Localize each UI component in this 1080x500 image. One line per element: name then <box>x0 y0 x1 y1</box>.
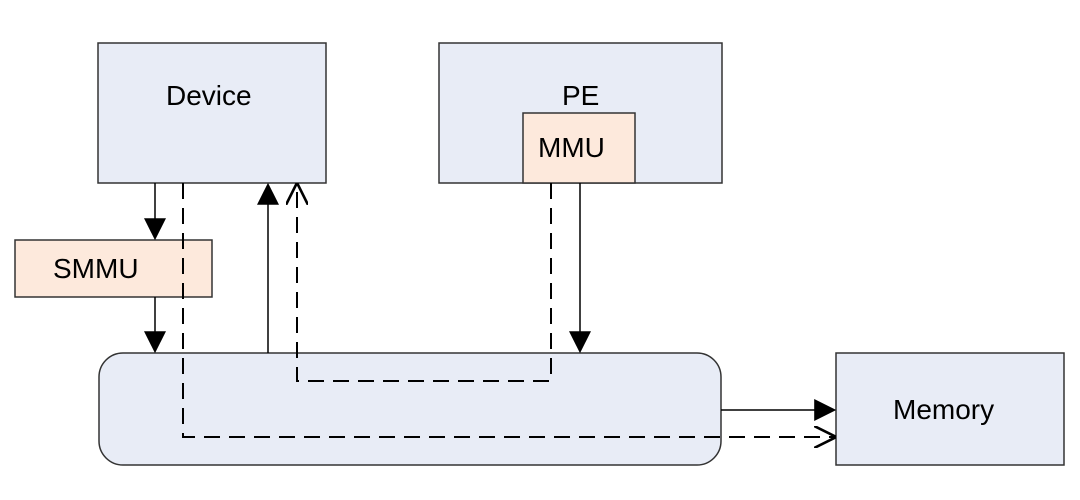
memory-box <box>835 352 1065 466</box>
memory-label: Memory <box>893 394 995 425</box>
mmu-box <box>522 112 636 184</box>
dashed-path-device-to-memory <box>182 183 834 437</box>
dashed-path-mmu-to-device <box>297 183 552 382</box>
smmu-box <box>14 239 213 298</box>
pe-label: PE <box>562 80 600 111</box>
smmu-label: SMMU <box>53 253 139 284</box>
mmu-label: MMU <box>538 132 605 163</box>
device-label: Device <box>166 80 252 111</box>
device-box <box>97 42 327 184</box>
interconnect-box <box>98 352 722 466</box>
